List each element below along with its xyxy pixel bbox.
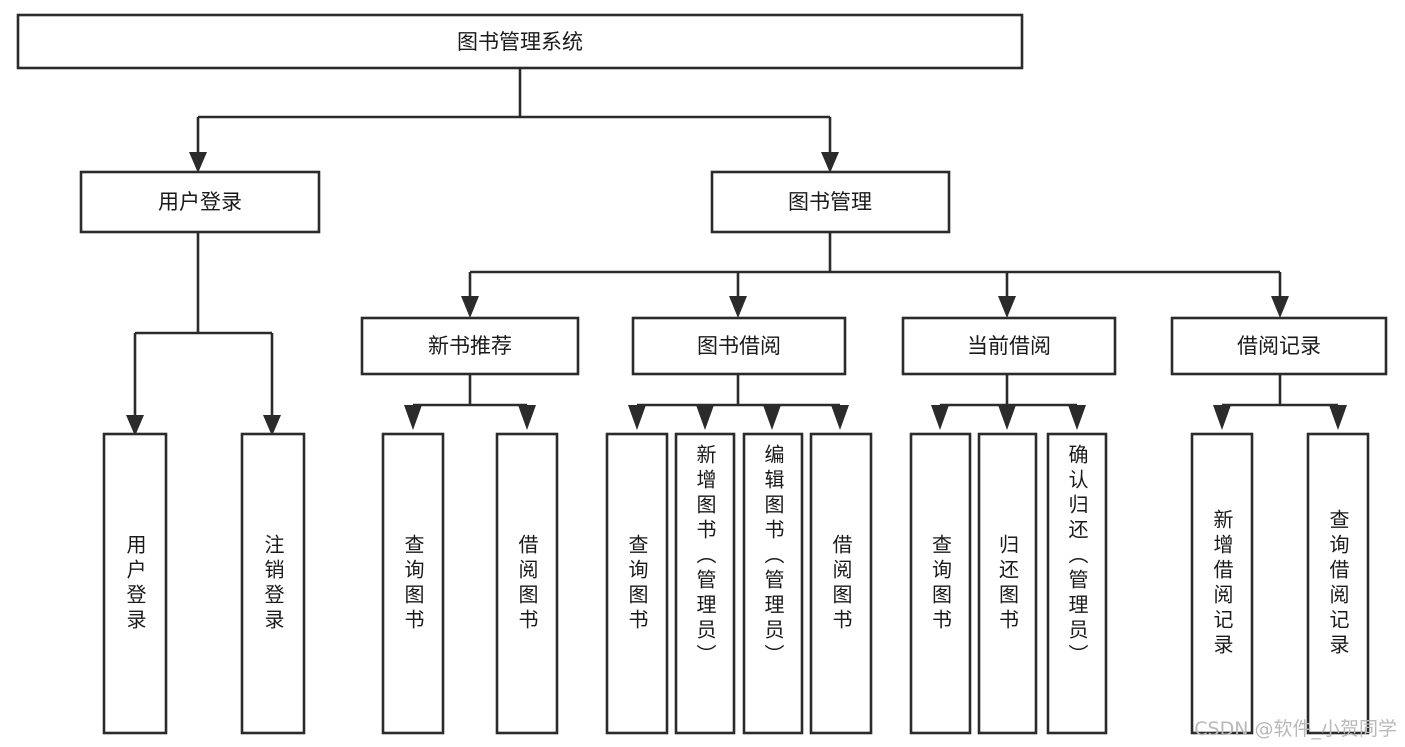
node-box-leaf-borrow-book-1[interactable]	[495, 432, 559, 735]
arrow-head-leaf-add-book	[696, 405, 714, 430]
node-box-borrow-record[interactable]	[1170, 316, 1388, 376]
connector-group-book-borrow	[628, 374, 849, 430]
node-box-leaf-edit-book[interactable]	[742, 432, 804, 735]
arrow-head-book-management	[821, 152, 839, 173]
connector-group-new-book-recommend	[404, 374, 536, 430]
node-box-current-borrow[interactable]	[901, 316, 1117, 376]
arrow-head-leaf-query-record	[1329, 405, 1347, 430]
node-box-leaf-query-book-2[interactable]	[605, 432, 669, 735]
arrow-head-leaf-borrow-book-1	[518, 405, 536, 430]
watermark-label: CSDN @软件_小贺同学	[1194, 718, 1397, 740]
connector-group-root	[189, 68, 839, 173]
connector-group-current-borrow	[931, 374, 1086, 430]
arrow-head-leaf-query-book-3	[931, 405, 949, 430]
node-box-book-borrow[interactable]	[631, 316, 847, 376]
connector-group-borrow-record	[1213, 374, 1347, 430]
arrow-head-current-borrow	[998, 296, 1016, 318]
arrow-head-leaf-edit-book	[763, 405, 781, 430]
node-box-leaf-query-book-3[interactable]	[909, 432, 972, 735]
node-box-leaf-confirm-return[interactable]	[1046, 432, 1108, 735]
arrow-head-user-login	[189, 152, 207, 173]
node-label-user-login: 用户登录	[158, 190, 242, 214]
arrow-head-leaf-user-login	[126, 415, 144, 436]
arrow-head-leaf-borrow-book-2	[831, 405, 849, 430]
connector-group-book-management	[461, 232, 1289, 318]
node-box-leaf-add-book[interactable]	[674, 432, 736, 735]
node-box-new-book-recommend[interactable]	[360, 316, 580, 376]
node-label-current-borrow: 当前借阅	[967, 334, 1051, 358]
node-box-leaf-query-record[interactable]	[1306, 432, 1370, 735]
arrow-head-borrow-record	[1271, 296, 1289, 318]
node-label-borrow-record: 借阅记录	[1237, 334, 1321, 358]
node-box-leaf-logout-login[interactable]	[240, 432, 306, 735]
node-label-new-book-recommend: 新书推荐	[428, 334, 512, 358]
node-label-book-borrow: 图书借阅	[697, 334, 781, 358]
arrow-head-leaf-add-record	[1213, 405, 1231, 430]
node-label-root: 图书管理系统	[457, 30, 583, 54]
arrow-head-leaf-return-book	[998, 405, 1016, 430]
arrow-head-leaf-query-book-1	[404, 405, 422, 430]
arrow-head-new-book-recommend	[461, 296, 479, 318]
node-box-root[interactable]	[16, 13, 1024, 70]
node-box-leaf-user-login[interactable]	[102, 432, 168, 735]
node-box-book-management[interactable]	[710, 170, 951, 234]
arrow-head-book-borrow	[729, 296, 747, 318]
node-box-leaf-add-record[interactable]	[1190, 432, 1254, 735]
node-box-leaf-borrow-book-2[interactable]	[809, 432, 873, 735]
node-label-book-management: 图书管理	[788, 190, 872, 214]
arrow-head-leaf-query-book-2	[628, 405, 646, 430]
node-box-user-login[interactable]	[79, 170, 321, 234]
connector-group-user-login	[126, 232, 281, 436]
node-box-leaf-query-book-1[interactable]	[381, 432, 445, 735]
arrow-head-leaf-confirm-return	[1068, 405, 1086, 430]
node-box-leaf-return-book[interactable]	[977, 432, 1038, 735]
arrow-head-leaf-logout-login	[263, 415, 281, 436]
